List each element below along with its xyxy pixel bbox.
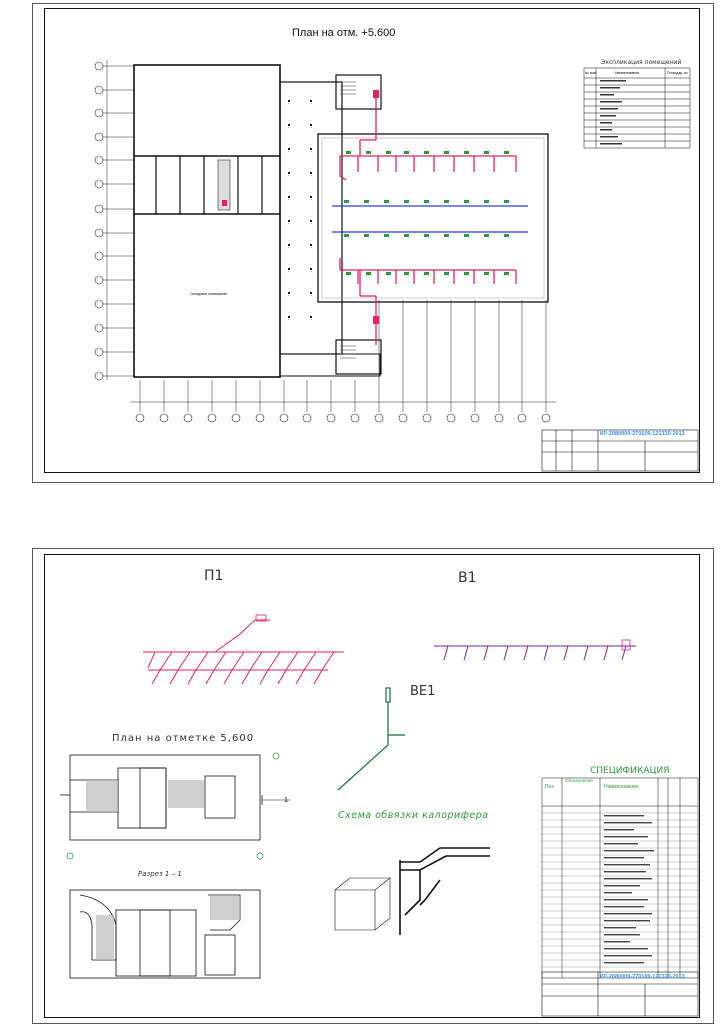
- sheet-2-titleblock-code: КР-2080009-270109-121330-2013: [600, 974, 685, 980]
- sheet-1-frame: [44, 8, 700, 473]
- explication-head-num: № пом.: [585, 71, 597, 75]
- sheet-2-frame: [44, 554, 700, 1018]
- plan-label: План на отметке 5,600: [112, 733, 255, 744]
- explication-title: Экспликация помещений: [601, 59, 682, 66]
- heater-label: Схема обвязки калорифера: [338, 810, 489, 821]
- sheet-1-titleblock-code: КР-2080009-270109-121330-2013: [600, 431, 685, 437]
- section-marker-1: 1: [284, 797, 288, 804]
- sheet-1-title: План на отм. +5.600: [292, 27, 396, 39]
- explication-head-area: Площадь, м²: [667, 71, 688, 75]
- floor-plan: [94, 60, 699, 472]
- spec-head-pos: Поз.: [545, 784, 555, 790]
- drawing-sheet-1: [32, 3, 714, 483]
- drawing-sheet-2: [32, 548, 714, 1024]
- v1-label: В1: [458, 570, 477, 586]
- hall-label: Складское помещение: [190, 292, 228, 296]
- spec-head-code: Обозначение: [565, 778, 593, 783]
- spec-title: СПЕЦИФИКАЦИЯ: [590, 766, 670, 776]
- explication-head-name: Наименование: [615, 71, 640, 75]
- ve1-label: ВЕ1: [410, 684, 436, 699]
- p1-label: П1: [204, 568, 224, 584]
- spec-head-name: Наименование: [604, 784, 639, 790]
- section-label: Разрез 1 – 1: [138, 870, 182, 878]
